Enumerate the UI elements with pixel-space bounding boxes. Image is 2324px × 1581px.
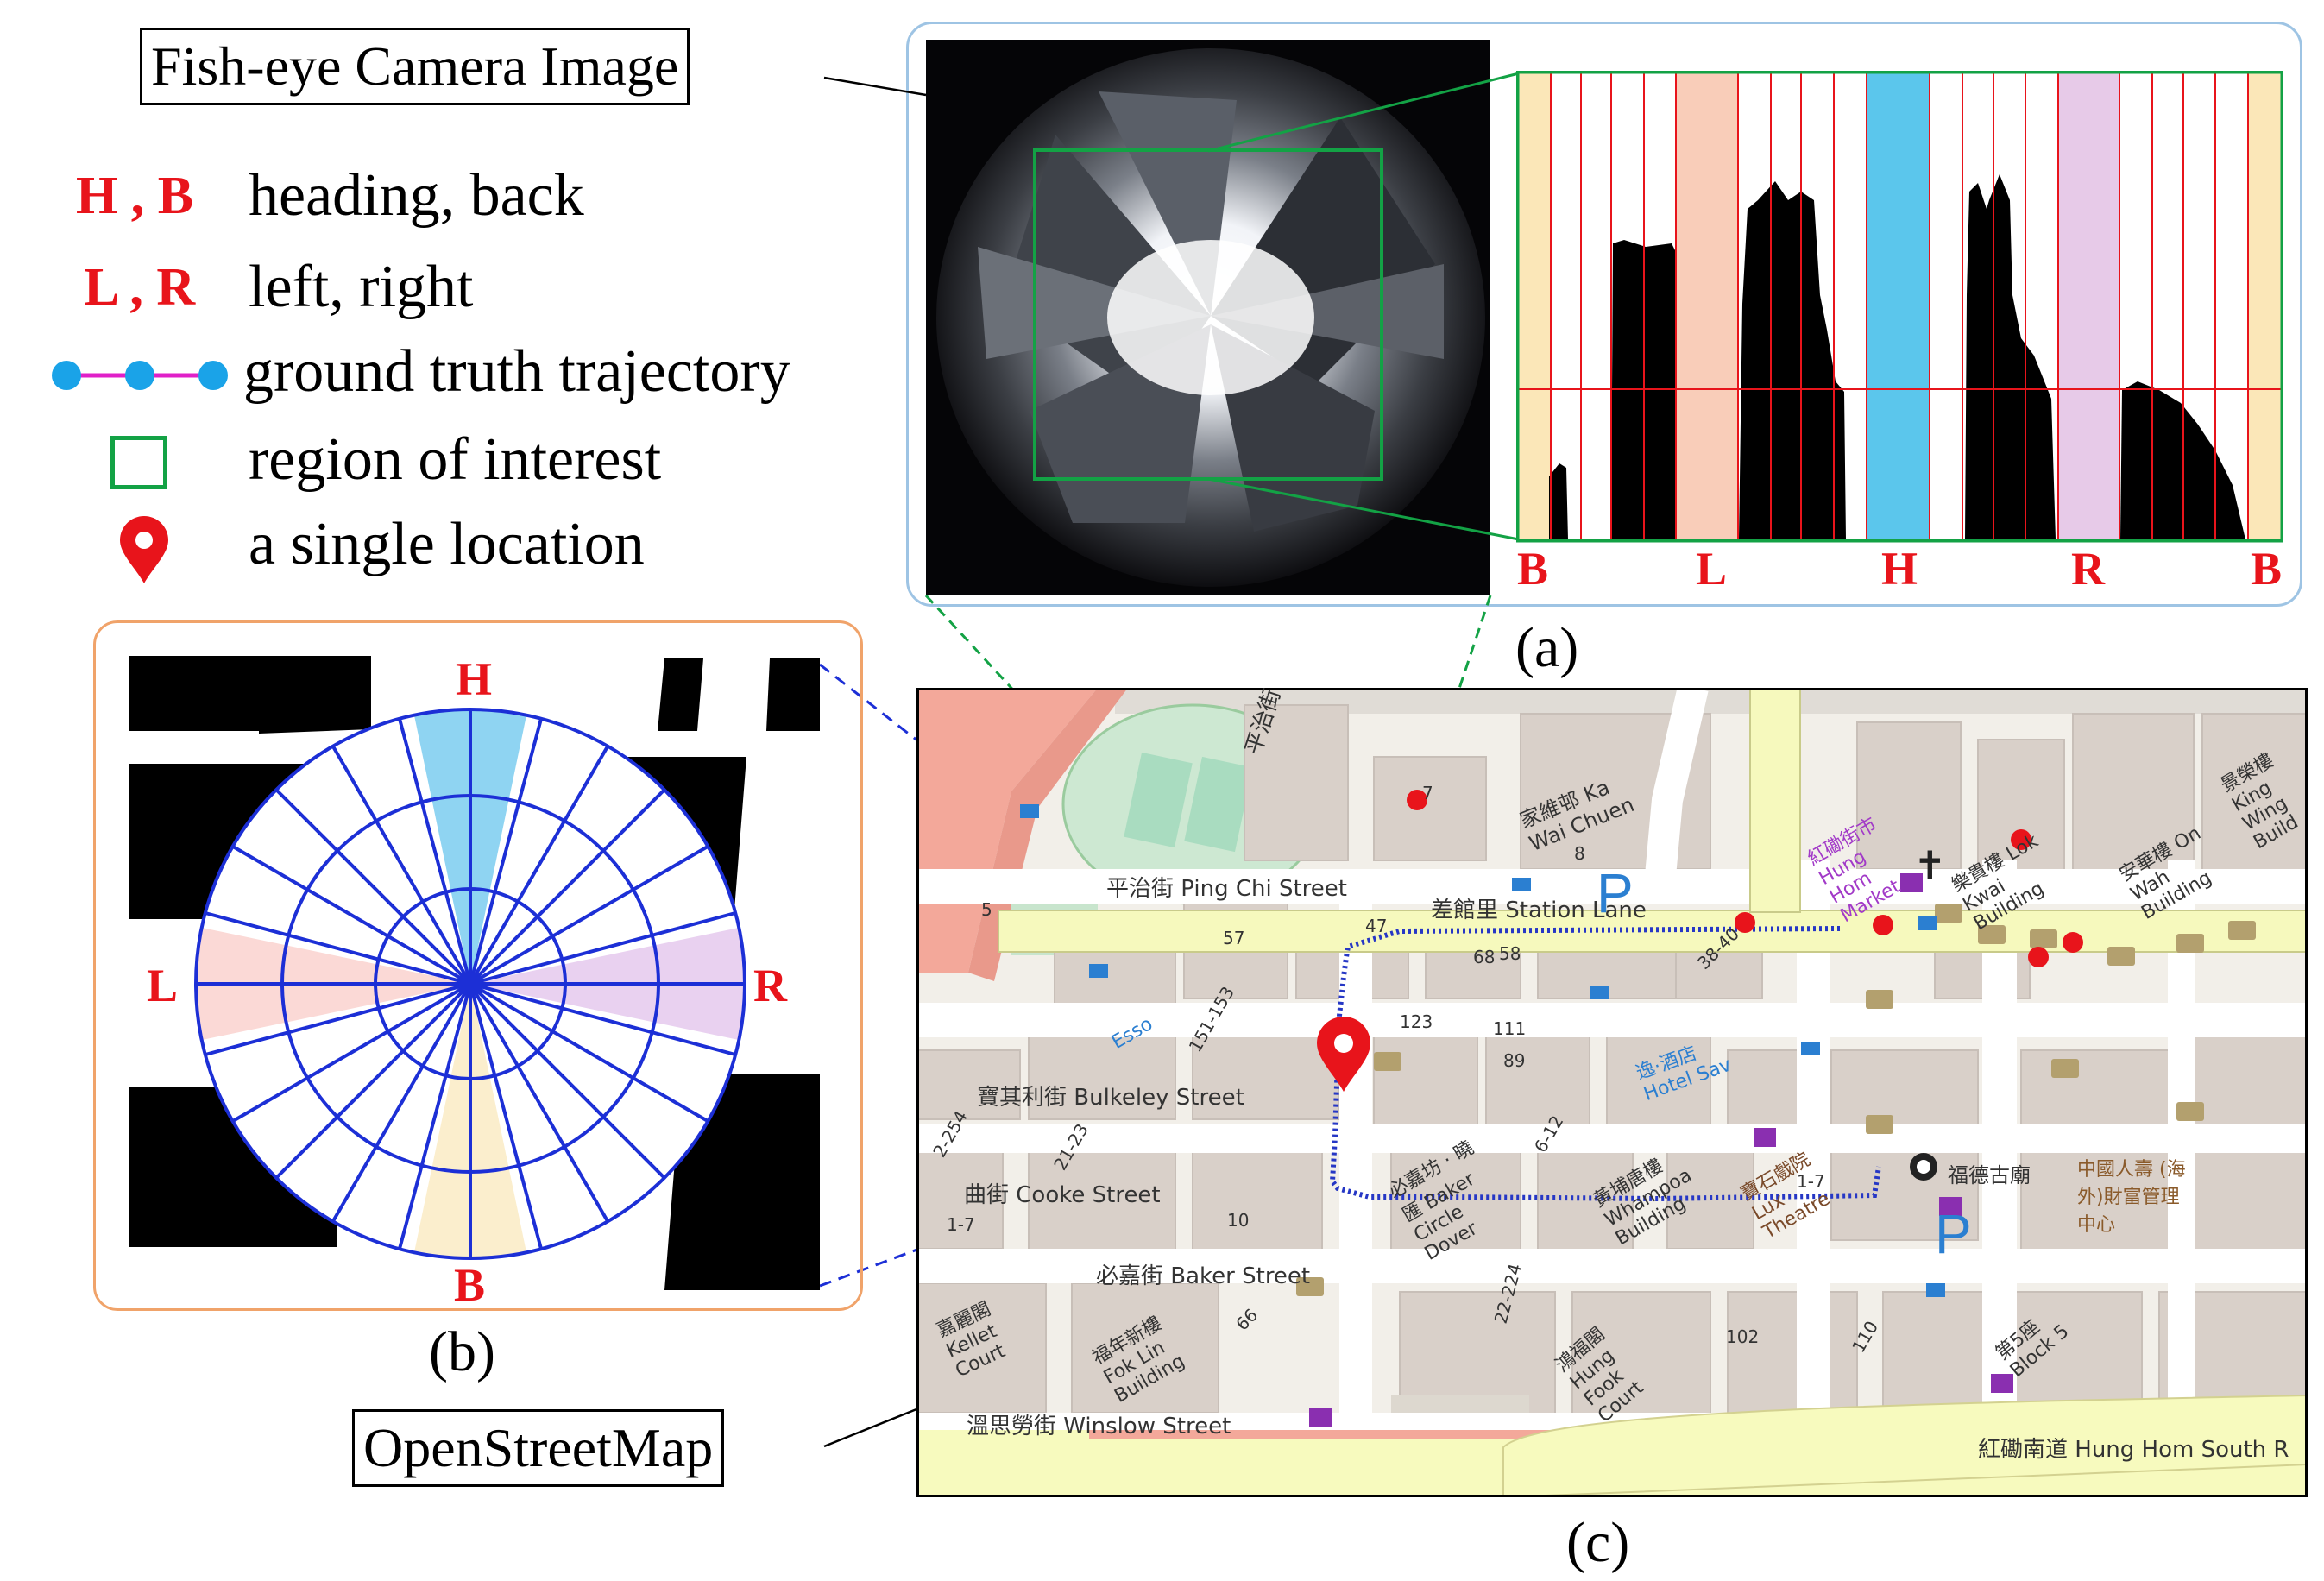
skyview-plot [1516,71,2283,544]
label-n17: 1-7 [947,1214,975,1235]
label-n57: 57 [1223,928,1245,948]
skyview-letter-b-right: B [2251,543,2283,595]
legend-text-trajectory: ground truth trajectory [243,338,790,405]
label-on-wah: 安華樓 On Wah Building [2115,822,2216,925]
skyview-letter-b-left: B [1517,543,1549,595]
label-esso: Esso [1108,1013,1157,1054]
legend-text-heading-back: heading, back [249,162,584,229]
label-n151: 151-153 [1184,982,1239,1056]
label-n110: 110 [1848,1317,1883,1357]
label-station-lane: 差館里 Station Lane [1431,898,1647,923]
label-fok-lin: 福年新樓 Fok Lin Building [1088,1313,1189,1408]
label-hotel-sav: 逸·酒店 Hotel Sav [1633,1042,1735,1106]
label-king-wing: 景榮樓 King Wing Build [2217,749,2302,854]
label-n102: 102 [1726,1326,1760,1347]
polar-letter-b: B [454,1259,486,1311]
legend-text-left-right: left, right [249,254,474,320]
label-n66: 66 [1231,1304,1263,1335]
panel-a-frame [906,22,2302,607]
polar-letter-h: H [456,653,493,705]
label-n21: 21-23 [1049,1119,1093,1175]
label-n89: 89 [1503,1050,1526,1071]
map-labels: 平治街 Ping Chi Street 平治街 Ping Chi Street … [916,688,2308,1497]
label-hung-hom-south: 紅磡南道 Hung Hom South R [1978,1437,2289,1463]
label-n5: 5 [981,899,992,920]
label-n68: 68 [1473,947,1496,967]
svg-text:✝: ✝ [1913,843,1947,888]
legend-key-lr: L , R [84,258,196,317]
label-n111: 111 [1493,1018,1527,1039]
osm-label: OpenStreetMap [352,1409,725,1487]
label-ping-chi: 平治街 Ping Chi Street [1106,876,1347,902]
legend-text-roi: region of interest [249,426,662,493]
label-n17b: 1-7 [1797,1171,1825,1192]
caption-c: (c) [1566,1511,1630,1574]
label-cooke: 曲街 Cooke Street [964,1182,1161,1208]
label-hung-hom-market: 紅磡街市 Hung Hom Market [1804,813,1905,928]
legend-text-location: a single location [249,511,645,577]
label-n22: 22-224 [1490,1261,1527,1326]
caption-a: (a) [1515,616,1579,679]
location-pin-icon [120,516,168,583]
panel-b-frame [93,620,863,1311]
label-fuk-tak: 福德古廟 [1948,1163,2031,1187]
label-hung-fook: 鴻福閣 Hung Fook Court [1552,1323,1648,1427]
label-n3840: 38-40 [1693,923,1744,974]
label-lok-kwai: 樂貴樓 Lok Kwai Building [1948,830,2048,935]
fisheye-label: Fish-eye Camera Image [140,28,690,105]
label-n123: 123 [1400,1011,1433,1032]
label-n612: 6-12 [1529,1112,1568,1156]
polar-grid-plot [129,656,820,1290]
label-n8: 8 [1574,843,1585,864]
legend-key-hb: H , B [76,167,194,225]
label-circle-dover: 必嘉坊 · 曉匯 Baker Circle Dover [1385,1137,1482,1265]
label-baker: 必嘉街 Baker Street [1096,1263,1311,1289]
polar-letter-l: L [147,960,179,1011]
label-cib: 中國人壽 (海外)財富管理中心 [2077,1159,2186,1236]
label-kellet: 嘉麗閣 Kellet Court [933,1298,1009,1383]
svg-text:P: P [1597,862,1634,924]
label-whampoa: 黃埔唐樓 Whampoa Building [1590,1155,1696,1250]
trajectory-legend-icon [52,361,228,390]
osm-map: P P ✝ [916,688,2308,1497]
label-n10: 10 [1227,1210,1250,1231]
skyview-letter-r: R [2071,543,2105,595]
polar-letter-r: R [753,960,787,1011]
label-n254: 2-254 [929,1106,972,1162]
label-ka-wai: 家維邨 Ka Wai Chuen [1516,775,1638,857]
skyview-letter-h: H [1881,543,1918,595]
fisheye-image [926,40,1490,595]
label-bulkeley: 寶其利街 Bulkeley Street [977,1085,1244,1111]
label-n58: 58 [1499,943,1521,964]
caption-b: (b) [429,1320,495,1383]
label-n47: 47 [1365,916,1388,936]
skyview-letter-l: L [1696,543,1728,595]
label-winslow: 溫思勞街 Winslow Street [967,1414,1231,1439]
label-block5: 第5座 Block 5 [1992,1315,2074,1383]
roi-legend-icon [110,436,167,489]
label-n7: 7 [1422,783,1433,803]
svg-text:P: P [1935,1203,1972,1265]
label-ping-chi-vert: 平治街 Ping Chi Street [1236,688,1340,758]
